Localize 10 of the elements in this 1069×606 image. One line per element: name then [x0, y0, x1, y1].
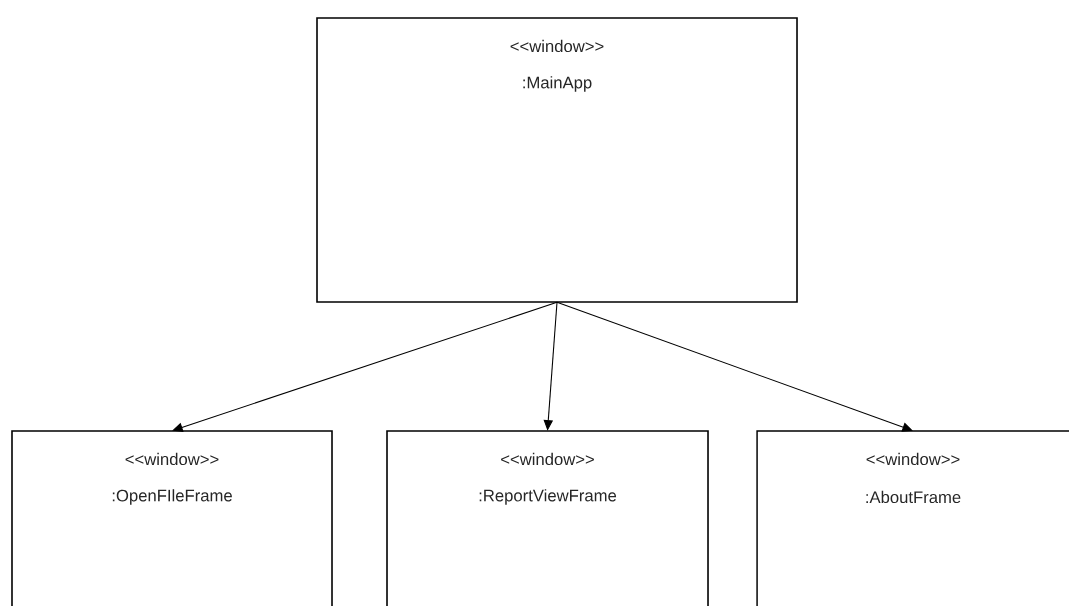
window-label: <<window>> [501, 452, 594, 466]
window-label: <<window>> [510, 39, 604, 53]
window-label: <<window>> [866, 452, 960, 466]
window-label: :MainApp [523, 76, 592, 92]
window-label: <<window>> [125, 452, 219, 466]
window-label: :ReportViewFrame [479, 489, 617, 505]
arrow [556, 301, 913, 432]
window-label: :AboutFrame [866, 490, 961, 504]
window-label: :OpenFIleFrame [112, 489, 232, 505]
arrow [172, 301, 558, 432]
